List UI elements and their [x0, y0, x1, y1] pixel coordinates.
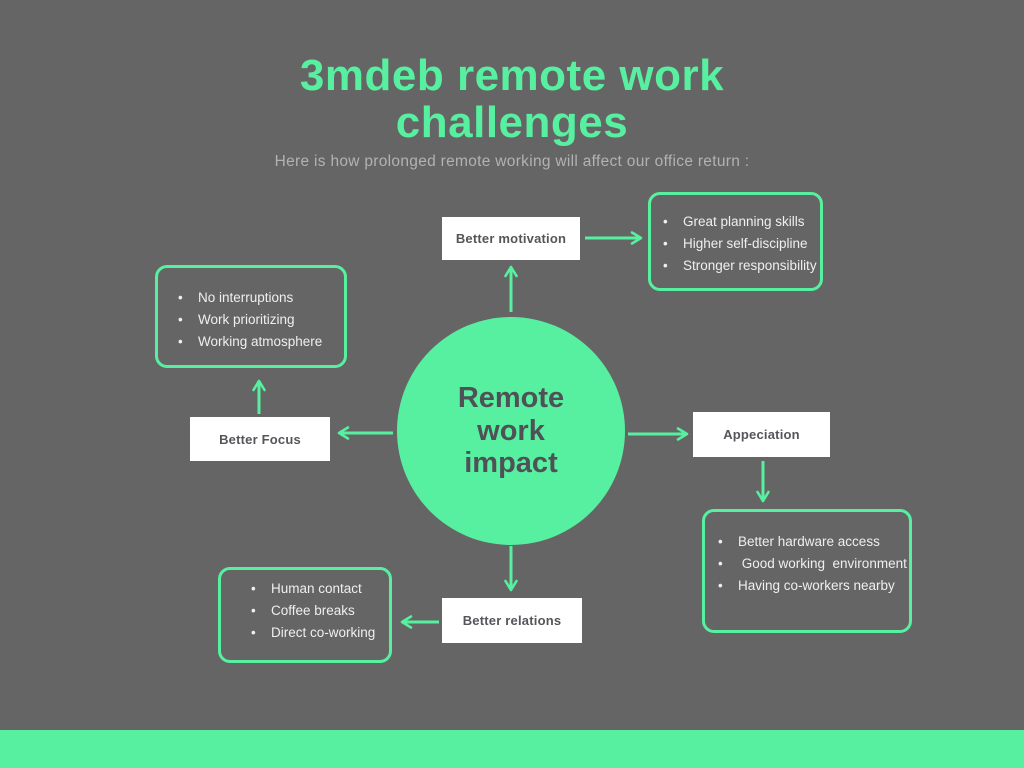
bullet-list-relations: Human contact Coffee breaks Direct co-wo…: [221, 570, 389, 644]
list-item: Direct co-working: [249, 622, 389, 644]
subtitle: Here is how prolonged remote working wil…: [274, 152, 750, 170]
list-item: No interruptions: [176, 287, 344, 309]
list-item: Work prioritizing: [176, 309, 344, 331]
bullet-list-appreciation: Better hardware access Good working envi…: [705, 512, 909, 597]
list-item: Having co-workers nearby: [716, 575, 909, 597]
list-box-motivation: Great planning skills Higher self-discip…: [648, 192, 823, 291]
central-node-label: Remote work impact: [457, 382, 565, 480]
list-item: Better hardware access: [716, 531, 909, 553]
list-box-relations: Human contact Coffee breaks Direct co-wo…: [218, 567, 392, 663]
node-label-appreciation: Appeciation: [693, 412, 830, 457]
list-item: Coffee breaks: [249, 600, 389, 622]
bullet-list-focus: No interruptions Work prioritizing Worki…: [158, 268, 344, 353]
list-item: Great planning skills: [661, 211, 820, 233]
footer-accent-bar: [0, 730, 1024, 768]
list-item: Human contact: [249, 578, 389, 600]
node-label-better-focus: Better Focus: [190, 417, 330, 461]
node-label-better-relations: Better relations: [442, 598, 582, 643]
central-node: Remote work impact: [397, 317, 625, 545]
page-title: 3mdeb remote work challenges: [0, 51, 1024, 147]
page-title-line1: 3mdeb remote work: [299, 51, 725, 101]
node-label-better-motivation: Better motivation: [442, 217, 580, 260]
bullet-list-motivation: Great planning skills Higher self-discip…: [651, 195, 820, 277]
list-box-appreciation: Better hardware access Good working envi…: [702, 509, 912, 633]
list-item: Good working environment: [716, 553, 909, 575]
page-title-line2: challenges: [395, 97, 629, 147]
list-item: Working atmosphere: [176, 331, 344, 353]
list-item: Stronger responsibility: [661, 255, 820, 277]
list-item: Higher self-discipline: [661, 233, 820, 255]
list-box-focus: No interruptions Work prioritizing Worki…: [155, 265, 347, 368]
